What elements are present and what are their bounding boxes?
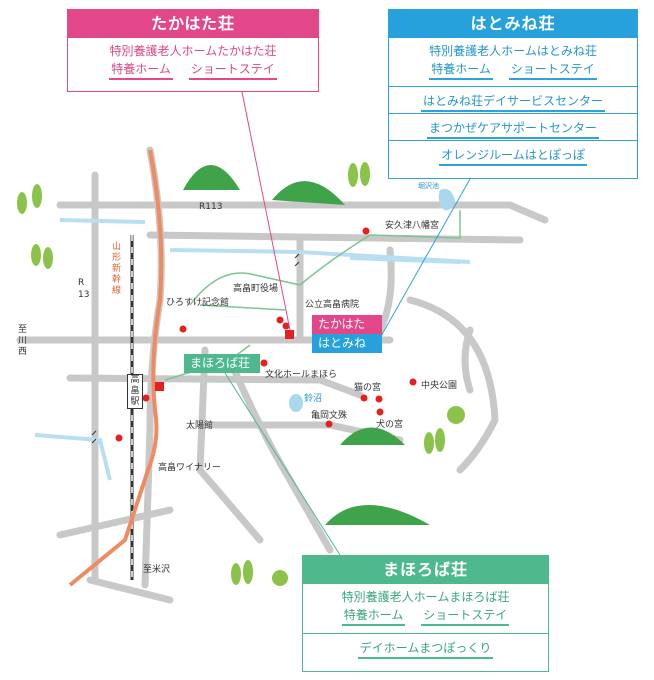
label-winery: 高畠ワイナリー [158, 463, 221, 473]
mahoroba-map-tag: まほろば荘 [184, 354, 260, 373]
label-taiyokan: 太陽館 [186, 421, 214, 431]
mahoroba-service-tokuyo: 特養ホーム [341, 607, 406, 626]
hatomine-orange-room: オレンジルームはとぽっぽ [439, 147, 587, 166]
label-kameoka: 亀岡文殊 [311, 411, 348, 421]
mahoroba-full-name: 特別養護老人ホームまほろば荘 [341, 590, 510, 604]
label-kagamanuma: 鈴沼 [304, 394, 323, 404]
takahata-full-name: 特別養護老人ホームたかはた荘 [109, 44, 277, 58]
takahata-marker [285, 330, 294, 339]
hatomine-panel: はとみね荘 特別養護老人ホームはとみね荘 特養ホーム ショートステイ はとみね荘… [388, 9, 638, 179]
mahoroba-panel: まほろば荘 特別養護老人ホームまほろば荘 特養ホーム ショートステイ デイホーム… [302, 555, 549, 672]
label-bunka-hall: 文化ホールまほら [265, 370, 338, 380]
label-r113: R113 [199, 202, 223, 212]
hatomine-panel-title: はとみね荘 [389, 10, 637, 38]
mahoroba-service-short-stay: ショートステイ [421, 607, 510, 626]
poi-markers [115, 227, 417, 442]
takahata-service-short-stay: ショートステイ [188, 61, 277, 80]
label-to-kawanishi: 至川西 [18, 325, 28, 357]
label-hirosuke: ひろすけ記念館 [166, 298, 230, 308]
label-neko-no-miya: 猫の宮 [354, 383, 382, 393]
label-inu-no-miya: 犬の宮 [376, 420, 404, 430]
hatomine-full-name: 特別養護老人ホームはとみね荘 [429, 44, 597, 58]
label-to-yonezawa: 至米沢 [143, 565, 171, 575]
label-shinkansen: 山形新幹線 [112, 242, 122, 296]
mahoroba-marker [155, 382, 164, 391]
hatomine-care-support: まつかぜケアサポートセンター [426, 120, 599, 139]
takahata-panel-title: たかはた荘 [68, 10, 318, 38]
trees [17, 162, 465, 586]
takahata-map-tag: たかはた荘 [312, 315, 382, 350]
rivers [34, 218, 471, 481]
takahata-panel: たかはた荘 特別養護老人ホームたかはた荘 特養ホーム ショートステイ [67, 9, 319, 92]
mahoroba-day-home: デイホームまつぽっくり [357, 640, 494, 659]
pond-icon [438, 188, 455, 211]
hatomine-day-service: はとみね荘デイサービスセンター [420, 93, 605, 112]
label-azukudsu: 安久津八幡宮 [385, 221, 440, 231]
label-takahata-station: 高畠駅 [127, 374, 143, 409]
takahata-service-tokuyo: 特養ホーム [109, 61, 173, 80]
mountains [183, 165, 430, 525]
pond-icon [289, 394, 303, 412]
label-town-office: 高畠町役場 [233, 284, 279, 294]
label-pond-ne: 堀沢池 [418, 182, 439, 190]
mahoroba-panel-title: まほろば荘 [303, 556, 548, 584]
hatomine-service-tokuyo: 特養ホーム [429, 61, 493, 80]
label-r13: R 13 [78, 278, 90, 300]
label-hospital: 公立高畠病院 [305, 300, 360, 310]
leader-lines [224, 91, 471, 556]
hatomine-service-short-stay: ショートステイ [508, 61, 597, 80]
label-chuo-park: 中央公園 [421, 381, 458, 391]
shinkansen-line [68, 149, 164, 587]
road-ticks [91, 253, 300, 444]
hatomine-map-tag: はとみね荘 [312, 334, 382, 369]
